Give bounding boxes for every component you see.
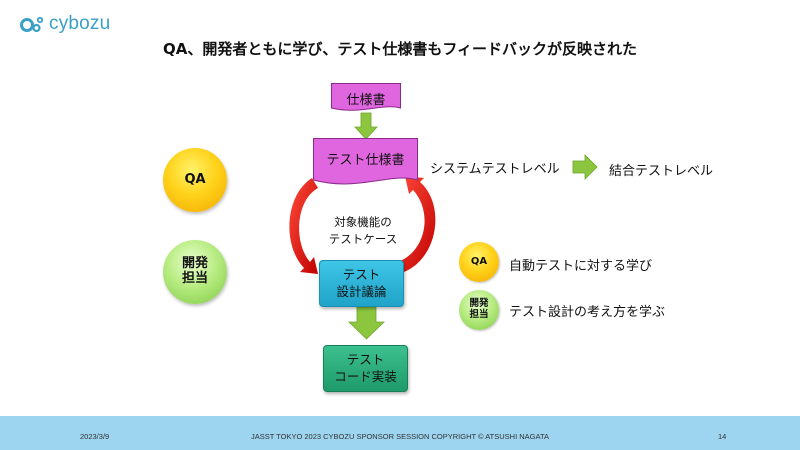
slide-title: QA、開発者ともに学び、テスト仕様書もフィードバックが反映された [162, 40, 638, 58]
footer-date: 2023/3/9 [80, 432, 110, 441]
test-code-implementation-box: テスト コード実装 [323, 345, 408, 392]
qa-role-label: QA [184, 171, 206, 187]
legend-dev-text: テスト設計の考え方を学ぶ [509, 305, 666, 320]
legend-dev-circle: 開発 担当 [459, 290, 499, 330]
footer-copyright: JASST TOKYO 2023 CYBOZU SPONSOR SESSION … [251, 432, 549, 441]
test-spec-label: テスト仕様書 [326, 152, 405, 168]
legend-dev-line1: 開発 [469, 298, 489, 310]
spec-label: 仕様書 [346, 92, 386, 108]
design-line2: 設計議論 [336, 283, 387, 299]
code-line1: テスト [346, 351, 385, 367]
system-test-level-label: システムテストレベル [430, 162, 560, 177]
code-line2: コード実装 [334, 368, 397, 384]
cycle-arrow-right [398, 176, 436, 272]
legend-qa-text: 自動テストに対する学び [509, 259, 653, 274]
cybozu-logo: cybozu [19, 12, 110, 36]
dev-role-line1: 開発 [181, 256, 208, 272]
design-line1: テスト [342, 266, 381, 282]
footer-page-number: 14 [718, 432, 727, 441]
test-spec-document: テスト仕様書 [313, 138, 418, 188]
arrow-system-to-integration [572, 154, 598, 180]
document-shape-icon [313, 138, 418, 185]
document-shape-icon [331, 83, 401, 111]
legend-qa-circle: QA [459, 242, 499, 282]
qa-role-circle: QA [163, 148, 227, 212]
logo-mark-icon [20, 16, 44, 33]
integration-test-level-label: 結合テストレベル [609, 164, 714, 179]
developer-role-circle: 開発 担当 [163, 240, 227, 304]
test-design-discussion-box: テスト 設計議論 [319, 260, 404, 307]
spec-document: 仕様書 [331, 83, 401, 113]
legend-dev-line2: 担当 [469, 309, 489, 320]
feature-testcase-label: 対象機能の テストケース [318, 214, 408, 247]
arrow-design-to-code [348, 306, 385, 340]
cycle-arrow-left [289, 178, 318, 274]
footer-bar [0, 416, 800, 450]
feature-label-line1: 対象機能の [334, 215, 392, 229]
logo-text: cybozu [49, 13, 111, 34]
legend-qa-label: QA [470, 256, 488, 268]
feature-label-line2: テストケース [328, 231, 398, 246]
dev-role-line2: 担当 [181, 271, 208, 286]
arrow-spec-to-testspec [354, 112, 378, 140]
